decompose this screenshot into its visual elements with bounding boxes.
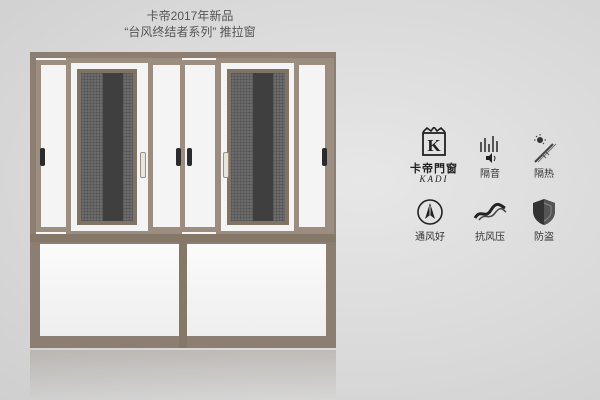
- sash-middle-right[interactable]: [180, 60, 220, 232]
- lower-glass-left: [40, 244, 179, 336]
- logo-mark-icon: K: [422, 127, 446, 156]
- wind-pressure-icon: [473, 202, 507, 221]
- sound-insulation-icon: [480, 136, 498, 163]
- header-subtitle: “台风终结者系列” 推拉窗: [124, 25, 256, 39]
- anti-theft-shield-icon: [533, 199, 555, 225]
- feature-label: 防盗: [534, 232, 554, 243]
- handle-center-right[interactable]: [187, 148, 192, 166]
- handle-left-inner[interactable]: [140, 152, 146, 178]
- floor-reflection: [30, 350, 336, 400]
- feature-anti-theft: 防盗: [514, 196, 574, 244]
- feature-ventilation: 通风好: [400, 196, 460, 244]
- feature-label: 抗风压: [475, 232, 505, 243]
- heat-insulation-icon: [534, 134, 557, 163]
- header: 卡帝2017年新品 “台风终结者系列” 推拉窗: [0, 8, 380, 40]
- mullion: [179, 234, 187, 348]
- handle-left-outer[interactable]: [40, 148, 45, 166]
- feature-heat-insulation: 隔热: [514, 133, 574, 181]
- handle-center-left[interactable]: [176, 148, 181, 166]
- svg-text:K: K: [427, 136, 441, 155]
- handle-right-outer[interactable]: [322, 148, 327, 166]
- lower-glass-right: [187, 244, 326, 336]
- feature-sound-insulation: 隔音: [460, 133, 520, 181]
- header-title: 卡帝2017年新品: [146, 9, 234, 23]
- brand-name-cn: 卡帝門窗: [410, 163, 458, 175]
- insect-screen-left: [77, 69, 137, 225]
- sliding-window-illustration: [30, 52, 336, 348]
- feature-label: 隔音: [480, 169, 500, 180]
- handle-right-inner[interactable]: [223, 152, 229, 178]
- ventilation-icon: [417, 199, 443, 225]
- brand-name-en: KADI: [419, 174, 449, 184]
- feature-wind-pressure: 抗风压: [460, 196, 520, 244]
- feature-label: 通风好: [415, 232, 445, 243]
- brand-logo: K: [414, 127, 454, 183]
- insect-screen-right: [227, 69, 289, 225]
- feature-label: 隔热: [534, 169, 554, 180]
- sash-right-outer[interactable]: [294, 60, 330, 232]
